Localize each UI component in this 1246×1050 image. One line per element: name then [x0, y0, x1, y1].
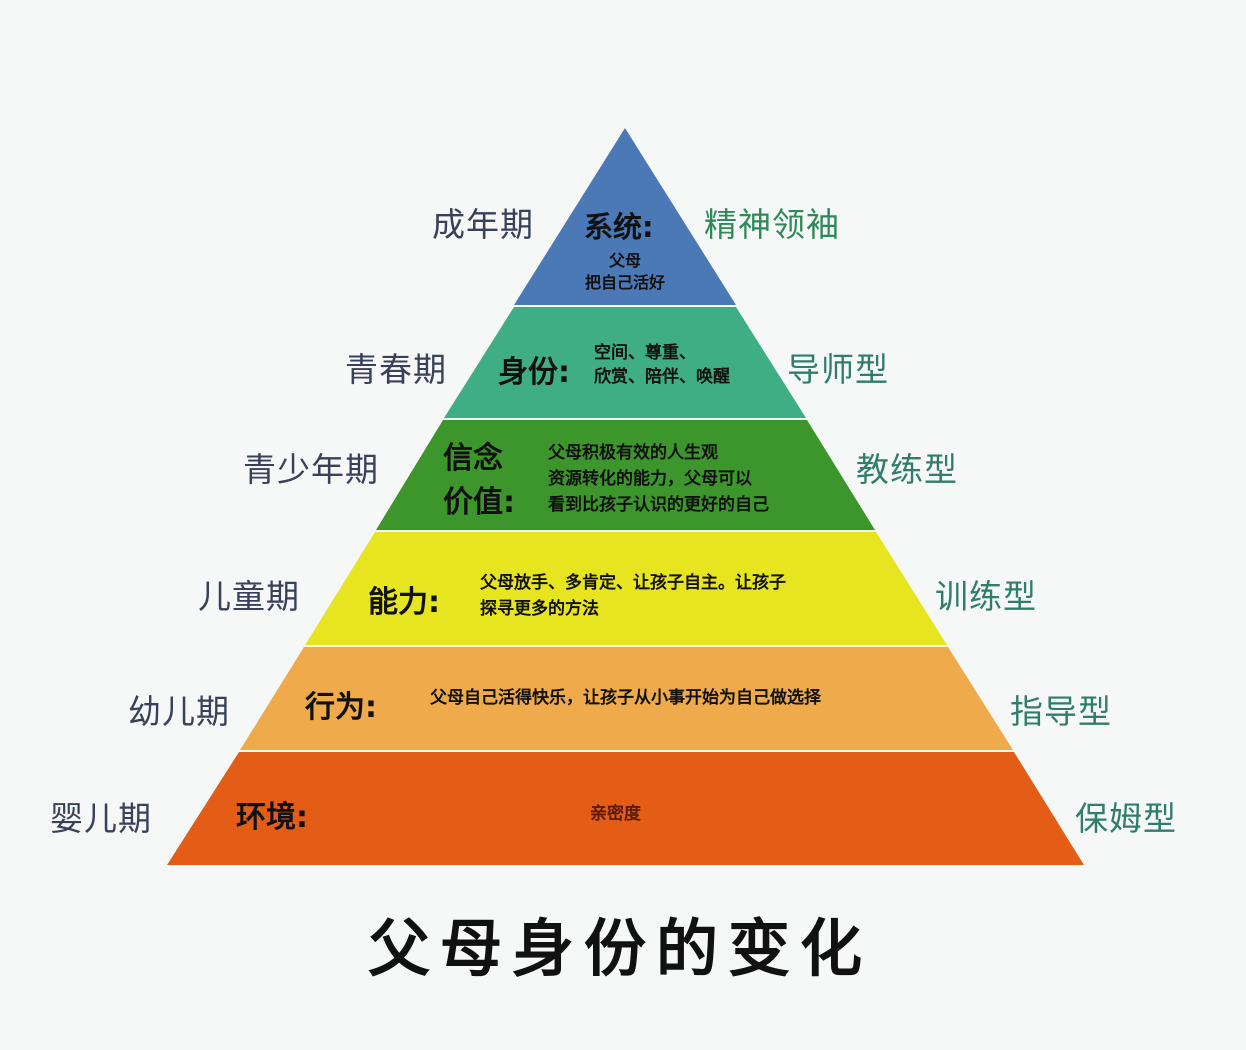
role-label-trainer: 训练型: [935, 577, 1037, 616]
desc-adult: 父母 把自己活好: [584, 251, 665, 292]
keyword-ability: 能力:: [368, 585, 440, 620]
pyramid-layer-teen: [376, 420, 875, 530]
pyramid-layer-child: [305, 532, 947, 645]
role-label-mentor: 导师型: [787, 350, 889, 389]
role-label-guide: 指导型: [1010, 692, 1112, 731]
desc-infant: 亲密度: [590, 804, 641, 824]
role-label-spiritual-leader: 精神领袖: [704, 205, 840, 244]
role-label-nanny: 保姆型: [1075, 799, 1177, 838]
pyramid-layer-infant: [167, 752, 1084, 865]
keyword-system: 系统:: [584, 210, 654, 244]
desc-adolescence: 空间、尊重、 欣赏、陪伴、唤醒: [594, 343, 730, 387]
keyword-behavior: 行为:: [305, 690, 377, 725]
stage-label-toddler: 幼儿期: [128, 692, 230, 731]
stage-label-adolescence: 青春期: [345, 350, 447, 389]
keyword-identity: 身份:: [498, 355, 570, 390]
pyramid-layer-toddler: [240, 647, 1013, 750]
stage-label-teen: 青少年期: [243, 450, 379, 489]
keyword-environment: 环境:: [236, 800, 308, 835]
desc-toddler: 父母自己活得快乐，让孩子从小事开始为自己做选择: [430, 688, 821, 708]
diagram-title: 父母身份的变化: [368, 912, 873, 985]
pyramid-layer-adult: [514, 128, 736, 305]
keyword-belief-value: 信念 价值:: [443, 441, 515, 520]
stage-label-infant: 婴儿期: [50, 799, 152, 838]
pyramid-layer-adolescence: [444, 307, 806, 418]
role-label-coach: 教练型: [856, 450, 958, 489]
stage-label-child: 儿童期: [198, 577, 300, 616]
stage-label-adult: 成年期: [432, 205, 534, 244]
desc-teen: 父母积极有效的人生观 资源转化的能力，父母可以 看到比孩子认识的更好的自己: [548, 443, 769, 515]
desc-child: 父母放手、多肯定、让孩子自主。让孩子 探寻更多的方法: [480, 573, 786, 619]
